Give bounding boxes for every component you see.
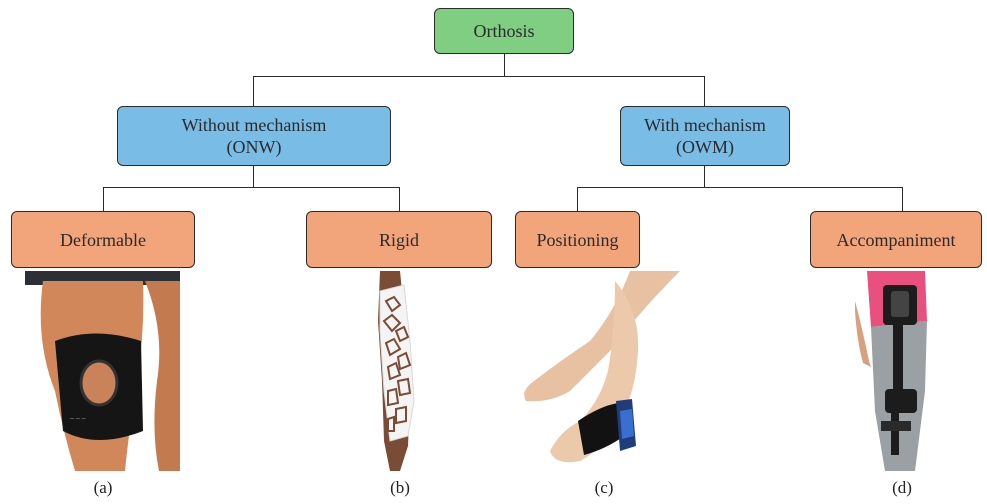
category-node-owm-line2: (OWM) [676,137,734,157]
connector-root-down [504,53,505,76]
connector-onw-horizontal [103,187,400,188]
caption-a: (a) [93,478,113,497]
connector-to-owm [704,76,705,106]
connector-to-accompaniment [902,187,903,211]
caption-c: (c) [594,478,614,497]
subtype-label-deformable: Deformable [60,229,146,250]
caption-b: (b) [390,478,410,497]
subtype-node-accompaniment: Accompaniment [810,211,982,268]
subtype-node-positioning: Positioning [515,211,640,268]
connector-to-positioning [577,187,578,211]
category-node-owm: With mechanism (OWM) [620,106,790,166]
connector-level1-horizontal [253,76,705,77]
subtype-label-rigid: Rigid [378,229,419,250]
connector-to-onw [253,76,254,106]
lattice-arm-cast-photo [378,271,415,471]
category-node-onw-line1: Without mechanism [181,115,327,135]
caption-d: (d) [892,478,912,497]
connector-to-rigid [399,187,400,211]
subtype-node-deformable: Deformable [11,211,195,268]
root-node-orthosis: Orthosis [434,8,574,54]
category-node-onw-line2: (ONW) [226,137,282,157]
connector-onw-down [253,165,254,187]
connector-owm-horizontal [577,187,903,188]
knee-sleeve-logo: ~~~ [69,415,87,423]
connector-to-deformable [103,187,104,211]
subtype-node-rigid: Rigid [306,211,492,268]
bunion-splint-foot-photo [524,271,680,463]
subtype-label-positioning: Positioning [536,229,619,250]
category-node-owm-line1: With mechanism [644,115,766,135]
hip-knee-brace-photo [855,271,927,471]
knee-sleeve-photo: ~~~ [25,271,180,471]
root-node-label: Orthosis [473,21,535,41]
category-node-onw: Without mechanism (ONW) [117,106,391,166]
subtype-label-accompaniment: Accompaniment [836,229,956,250]
connector-owm-down [704,165,705,187]
